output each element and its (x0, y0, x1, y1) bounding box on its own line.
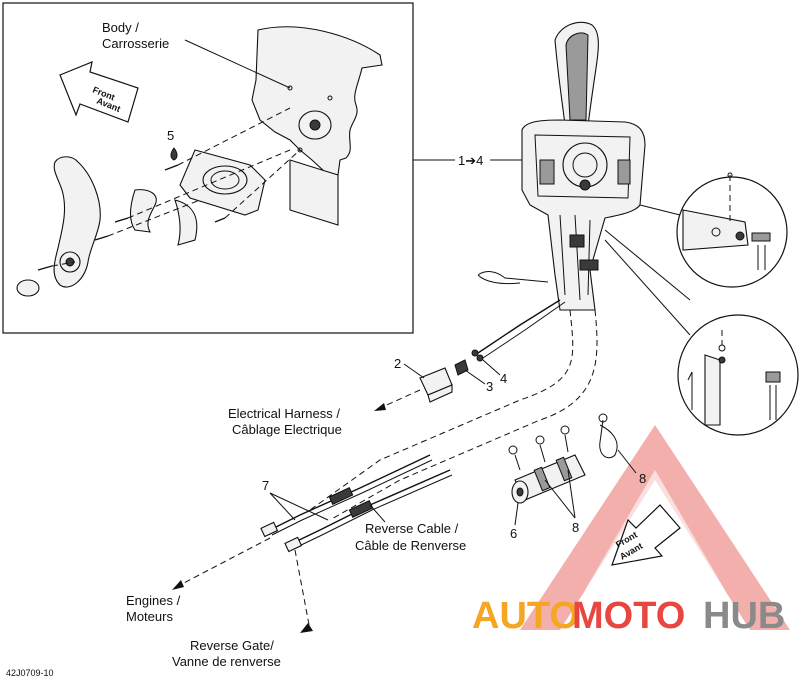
callout-2-leader (403, 363, 425, 379)
figure-code: 42J0709-10 (6, 668, 54, 678)
callout-4: 4 (500, 371, 507, 386)
callout-6: 6 (510, 526, 517, 541)
gasket-pieces (129, 189, 198, 246)
detail-circle-lower (604, 239, 799, 436)
front-arrow-inset: Front Avant (59, 61, 139, 123)
detail-circle-upper (604, 172, 788, 301)
callout-7-leader-a (269, 492, 329, 521)
cable-clamp-assembly (508, 413, 618, 504)
shift-cables (260, 454, 453, 553)
harness-connector (419, 349, 484, 403)
reverse-cable-label-fr: Câble de Renverse (355, 538, 466, 553)
reverse-gate-label-fr: Vanne de renverse (172, 654, 281, 669)
control-lever (554, 21, 599, 126)
harness-label-fr: Câblage Electrique (232, 422, 342, 437)
body-label-en: Body / (102, 20, 139, 35)
callout-8-leader-a (544, 479, 576, 519)
screws-inset (37, 147, 226, 271)
harness-wire (474, 299, 561, 356)
reverse-gate-direction-line (294, 549, 311, 631)
reverse-gate-arrowhead (300, 623, 313, 633)
engines-direction-line (177, 537, 271, 587)
callout-8-lower: 8 (572, 520, 579, 535)
watermark-word-moto: MOTO (572, 595, 685, 637)
callout-5: 5 (167, 128, 174, 143)
watermark-text: AUTO MOTO HUB (472, 595, 785, 637)
cable-route-2 (329, 309, 598, 521)
engines-label-en: Engines / (126, 593, 181, 608)
harness-label-en: Electrical Harness / (228, 406, 340, 421)
body-label-fr: Carrosserie (102, 36, 169, 51)
callout-8-upper: 8 (639, 471, 646, 486)
harness-arrowhead (374, 403, 386, 411)
detail-inset-frame (2, 2, 414, 334)
cotter-pin (477, 271, 549, 285)
assembly-lines-inset (51, 107, 301, 267)
control-housing (521, 119, 646, 311)
callout-4-leader (482, 359, 501, 376)
reverse-cable-leader (369, 504, 386, 523)
body-leader (184, 39, 291, 89)
watermark-word-hub: HUB (703, 595, 785, 637)
callout-1-4: 1➔4 (458, 153, 483, 168)
harness-wire-2 (479, 301, 566, 361)
callout-3: 3 (486, 379, 493, 394)
engines-label-fr: Moteurs (126, 609, 173, 624)
reverse-gate-label-en: Reverse Gate/ (190, 638, 274, 653)
callout-8-leader-b (567, 469, 576, 519)
bezel-plate (179, 149, 266, 216)
watermark-word-auto: AUTO (472, 595, 579, 637)
harness-direction-line (379, 389, 421, 409)
body-panel (251, 26, 383, 226)
reverse-cable-label-en: Reverse Cable / (365, 521, 459, 536)
engines-arrowhead (172, 580, 184, 590)
callout-3-leader (464, 369, 486, 385)
callout-6-leader (514, 502, 519, 526)
callout-8-leader-c (617, 449, 637, 474)
callout-2: 2 (394, 356, 401, 371)
callout-7-leader-b (269, 492, 296, 521)
callout-7: 7 (262, 478, 269, 493)
handle-lever-inset (16, 156, 101, 297)
cable-route-1 (309, 309, 574, 511)
